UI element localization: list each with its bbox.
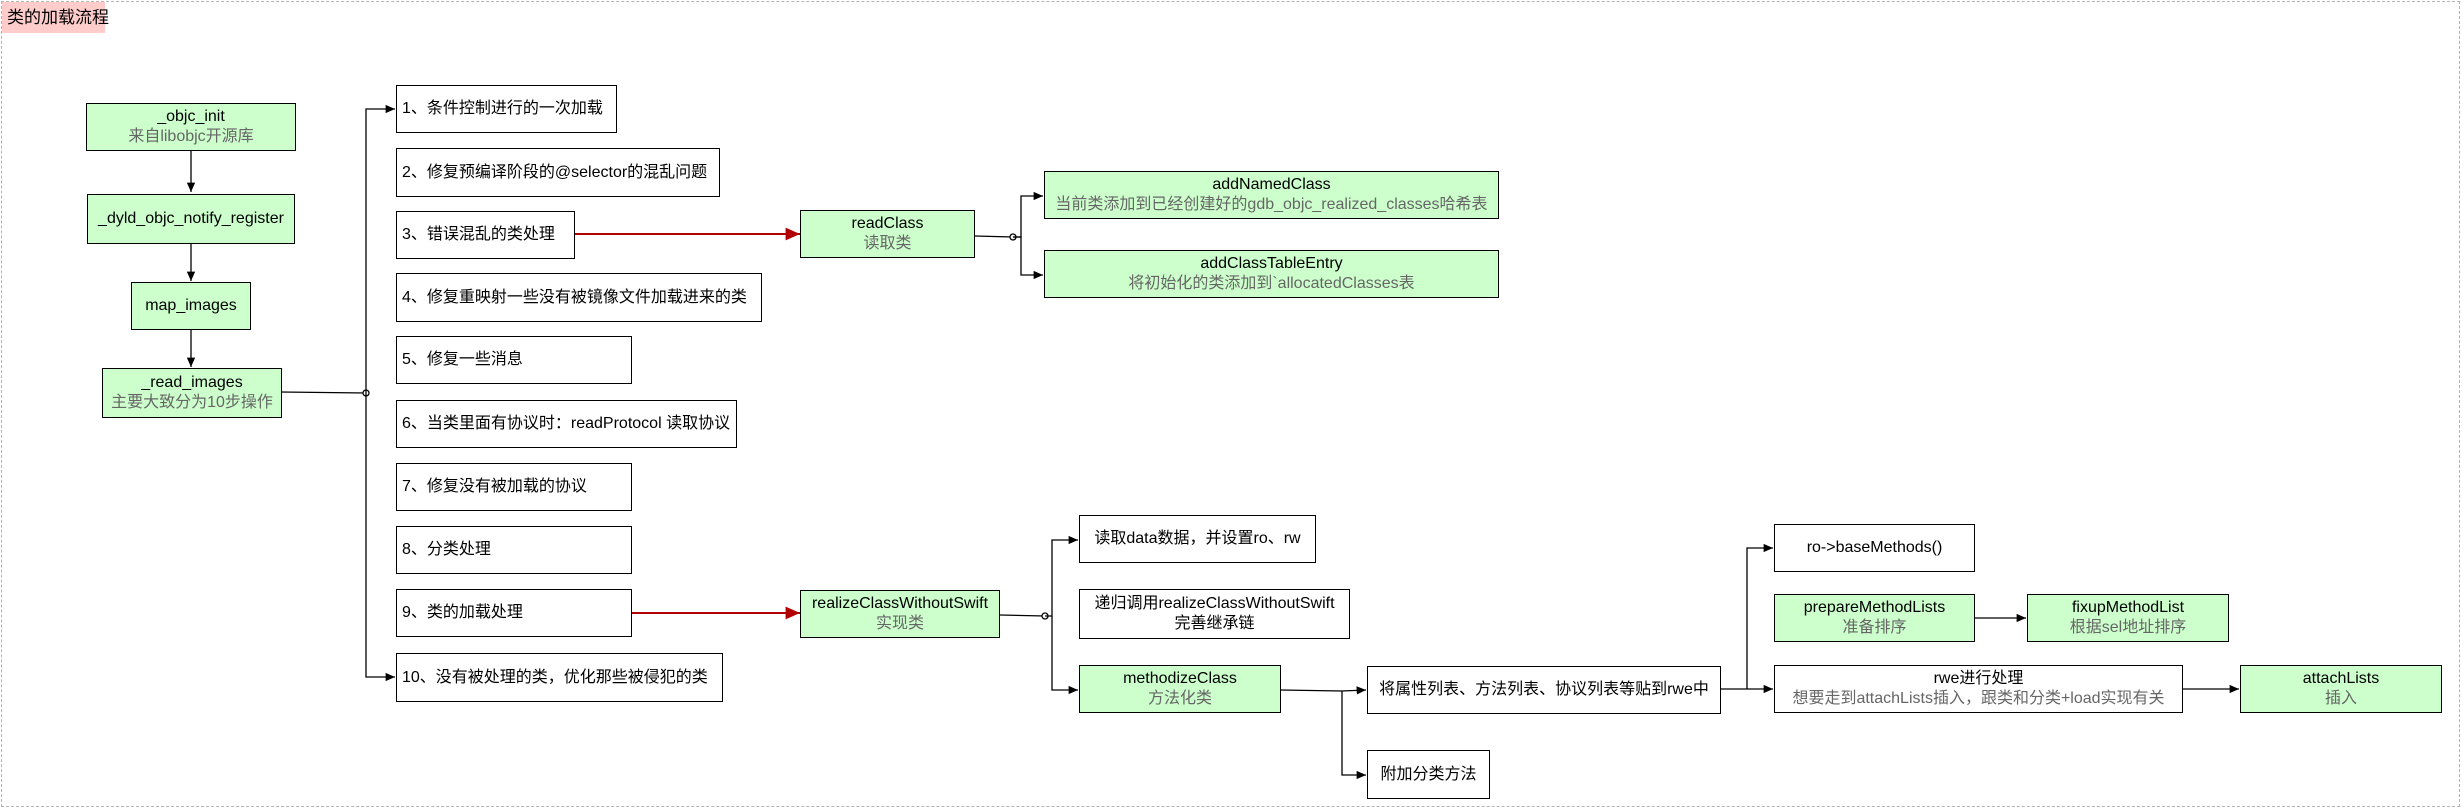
- rwe-process-label: rwe进行处理: [1933, 670, 2024, 687]
- fixup-method-list-node: fixupMethodList 根据sel地址排序: [2027, 594, 2229, 642]
- readclass-label: readClass: [851, 215, 924, 232]
- methodize-class-node: methodizeClass 方法化类: [1079, 665, 1281, 713]
- dyld-notify-label: _dyld_objc_notify_register: [98, 210, 284, 227]
- dyld-notify-node: _dyld_objc_notify_register: [87, 194, 295, 244]
- addclasstableentry-label: addClassTableEntry: [1200, 255, 1343, 272]
- step-4: 4、修复重映射一些没有被镜像文件加载进来的类: [396, 273, 762, 322]
- step-2-label: 2、修复预编译阶段的@selector的混乱问题: [402, 163, 708, 181]
- realize-class-sub: 实现类: [875, 615, 924, 632]
- diagram-title: 类的加载流程: [2, 2, 109, 33]
- prepare-method-lists-node: prepareMethodLists 准备排序: [1774, 594, 1975, 642]
- read-data-label: 读取data数据，并设置ro、rw: [1094, 530, 1301, 547]
- addnamedclass-node: addNamedClass 当前类添加到已经创建好的gdb_objc_reali…: [1044, 171, 1499, 219]
- objc-init-label: _objc_init: [157, 108, 225, 125]
- step-9: 9、类的加载处理: [396, 589, 632, 637]
- addclasstableentry-node: addClassTableEntry 将初始化的类添加到`allocatedCl…: [1044, 250, 1499, 298]
- objc-init-node: _objc_init 来自libobjc开源库: [86, 103, 296, 151]
- read-images-node: _read_images 主要大致分为10步操作: [102, 368, 282, 418]
- base-methods-node: ro->baseMethods(): [1774, 524, 1975, 572]
- realize-class-label: realizeClassWithoutSwift: [811, 595, 989, 612]
- step-3-label: 3、错误混乱的类处理: [402, 226, 555, 243]
- map-images-node: map_images: [131, 282, 251, 330]
- step-5-label: 5、修复一些消息: [402, 351, 523, 368]
- edge-read-images-to-step-1: [365, 104, 395, 393]
- prepare-method-lists-label: prepareMethodLists: [1803, 599, 1946, 616]
- step-6-label: 6、当类里面有协议时：readProtocol 读取协议: [402, 415, 731, 432]
- edge-realize-to-read-data: [1045, 535, 1078, 617]
- fixup-method-list-sub: 根据sel地址排序: [2069, 619, 2187, 636]
- edge-paste-to-base-methods: [1746, 543, 1773, 689]
- realize-class-node: realizeClassWithoutSwift 实现类: [800, 590, 1000, 638]
- step-9-label: 9、类的加载处理: [402, 604, 523, 621]
- edge-realize-out: [999, 614, 1046, 617]
- edge-read-images-out: [280, 391, 367, 394]
- step-3: 3、错误混乱的类处理: [396, 211, 575, 259]
- step-5: 5、修复一些消息: [396, 336, 632, 384]
- step-4-label: 4、修复重映射一些没有被镜像文件加载进来的类: [402, 288, 747, 306]
- step-2: 2、修复预编译阶段的@selector的混乱问题: [396, 148, 720, 197]
- edge-readclass-out: [974, 235, 1014, 238]
- fixup-method-list-label: fixupMethodList: [2071, 599, 2185, 616]
- read-images-sub: 主要大致分为10步操作: [111, 394, 273, 411]
- step-6: 6、当类里面有协议时：readProtocol 读取协议: [396, 400, 737, 448]
- objc-init-sub: 来自libobjc开源库: [128, 128, 254, 145]
- step-1: 1、条件控制进行的一次加载: [396, 85, 617, 133]
- readclass-sub: 读取类: [863, 235, 912, 252]
- attach-lists-sub: 插入: [2324, 690, 2357, 707]
- edge-methodize-to-category: [1341, 691, 1366, 780]
- step-1-label: 1、条件控制进行的一次加载: [402, 100, 603, 117]
- recursive-realize-line2: 完善继承链: [1174, 615, 1255, 632]
- paste-to-rwe-label: 将属性列表、方法列表、协议列表等贴到rwe中: [1379, 681, 1709, 698]
- base-methods-label: ro->baseMethods(): [1806, 539, 1943, 556]
- read-images-label: _read_images: [141, 374, 243, 391]
- prepare-method-lists-sub: 准备排序: [1842, 619, 1907, 636]
- step-7-label: 7、修复没有被加载的协议: [402, 478, 587, 495]
- addnamedclass-sub: 当前类添加到已经创建好的gdb_objc_realized_classes哈希表: [1055, 196, 1488, 213]
- step-10: 10、没有被处理的类，优化那些被侵犯的类: [396, 653, 723, 702]
- rwe-process-node: rwe进行处理 想要走到attachLists插入，跟类和分类+load实现有关: [1774, 665, 2183, 713]
- paste-to-rwe-node: 将属性列表、方法列表、协议列表等贴到rwe中: [1367, 666, 1721, 714]
- methodize-class-sub: 方法化类: [1147, 690, 1212, 707]
- rwe-process-sub: 想要走到attachLists插入，跟类和分类+load实现有关: [1792, 690, 2165, 707]
- addnamedclass-label: addNamedClass: [1212, 176, 1331, 193]
- step-10-label: 10、没有被处理的类，优化那些被侵犯的类: [402, 668, 708, 686]
- methodize-class-label: methodizeClass: [1123, 670, 1237, 687]
- edge-methodize-to-paste: [1280, 686, 1367, 695]
- edge-readclass-to-addclasstableentry: [1013, 236, 1043, 280]
- edge-read-images-to-step-10: [365, 393, 395, 682]
- attach-lists-label: attachLists: [2302, 670, 2380, 687]
- category-methods-label: 附加分类方法: [1380, 765, 1477, 783]
- step-7: 7、修复没有被加载的协议: [396, 463, 632, 511]
- edge-realize-to-methodize: [1051, 616, 1078, 695]
- category-methods-node: 附加分类方法: [1367, 750, 1490, 799]
- read-data-node: 读取data数据，并设置ro、rw: [1079, 515, 1316, 563]
- addclasstableentry-sub: 将初始化的类添加到`allocatedClasses表: [1128, 275, 1415, 292]
- recursive-realize-line1: 递归调用realizeClassWithoutSwift: [1094, 595, 1335, 612]
- attach-lists-node: attachLists 插入: [2240, 665, 2442, 713]
- readclass-node: readClass 读取类: [800, 210, 975, 258]
- recursive-realize-node: 递归调用realizeClassWithoutSwift 完善继承链: [1079, 589, 1350, 639]
- map-images-label: map_images: [145, 297, 237, 314]
- edge-readclass-to-addnamedclass: [1013, 191, 1043, 238]
- step-8-label: 8、分类处理: [402, 541, 491, 558]
- step-8: 8、分类处理: [396, 526, 632, 574]
